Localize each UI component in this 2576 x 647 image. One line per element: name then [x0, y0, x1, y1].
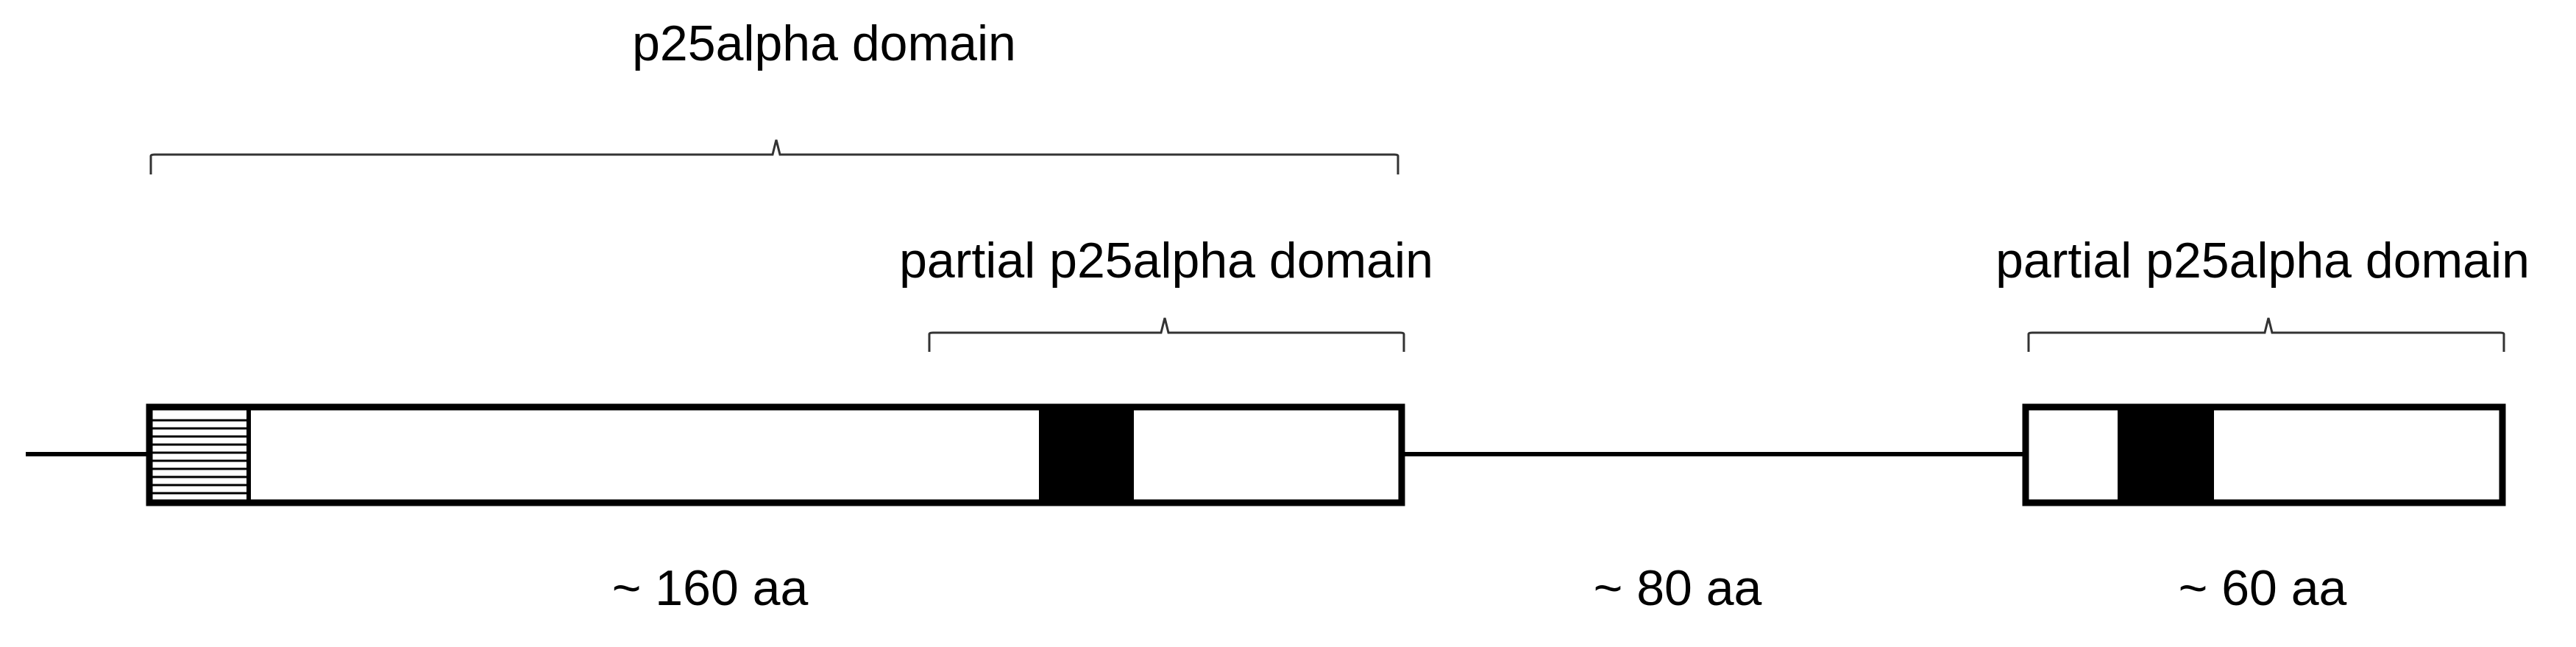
partial-domain-right-label: partial p25alpha domain [1995, 233, 2530, 289]
length-second-label: ~ 60 aa [2179, 560, 2347, 616]
partial-domain-left-label: partial p25alpha domain [899, 233, 1433, 289]
length-first-label: ~ 160 aa [612, 560, 809, 616]
first-domain-motif-block [1039, 410, 1134, 500]
top-domain-label: p25alpha domain [632, 15, 1016, 71]
second-domain-motif-block [2118, 410, 2214, 500]
top-domain-bracket [149, 139, 1399, 174]
partial-domain-right-bracket [2027, 317, 2505, 352]
first-domain-box [146, 403, 1405, 506]
second-domain-box [2022, 403, 2506, 506]
length-linker-label: ~ 80 aa [1594, 560, 1762, 616]
hatched-region [152, 410, 251, 500]
partial-domain-left-bracket [928, 317, 1405, 352]
